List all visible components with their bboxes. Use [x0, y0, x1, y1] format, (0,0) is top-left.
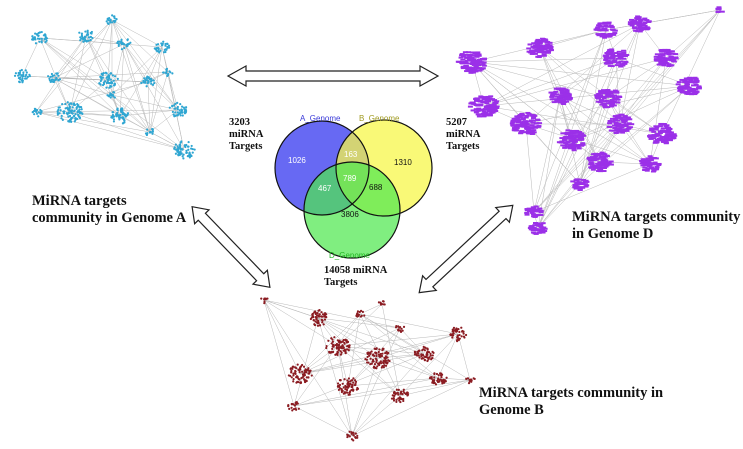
target-count-genome-d: 14058 miRNA Targets: [324, 265, 388, 288]
venn-value-b-only: 1310: [394, 158, 412, 167]
venn-label-d-genome: D_Genome: [329, 251, 370, 260]
venn-value-a-only: 1026: [288, 156, 306, 165]
venn-value-d-only: 3806: [341, 210, 359, 219]
caption-genome-a: MiRNA targets community in Genome A: [32, 193, 187, 226]
venn-value-a-d: 467: [318, 184, 332, 193]
double-arrow-b-d: [418, 204, 514, 294]
network-genome-d: [455, 6, 725, 235]
caption-genome-b: MiRNA targets community in Genome B: [479, 385, 664, 418]
target-count-genome-b: 5207 miRNA Targets: [446, 117, 481, 152]
target-count-genome-a: 3203 miRNA Targets: [229, 117, 264, 152]
venn-diagram: [274, 119, 433, 259]
double-arrow-a-d: [226, 64, 440, 88]
venn-value-a-b: 163: [344, 150, 358, 159]
network-genome-a: [13, 14, 196, 160]
venn-circle-d: [304, 162, 400, 258]
double-arrow-a-b: [191, 205, 271, 289]
caption-genome-d: MiRNA targets community in Genome D: [572, 209, 741, 242]
venn-label-b-genome: B_Genome: [359, 114, 400, 123]
venn-value-a-b-d: 789: [343, 174, 357, 183]
venn-value-b-d: 688: [369, 183, 383, 192]
venn-label-a-genome: A_Genome: [300, 114, 341, 123]
network-genome-b: [260, 297, 476, 442]
